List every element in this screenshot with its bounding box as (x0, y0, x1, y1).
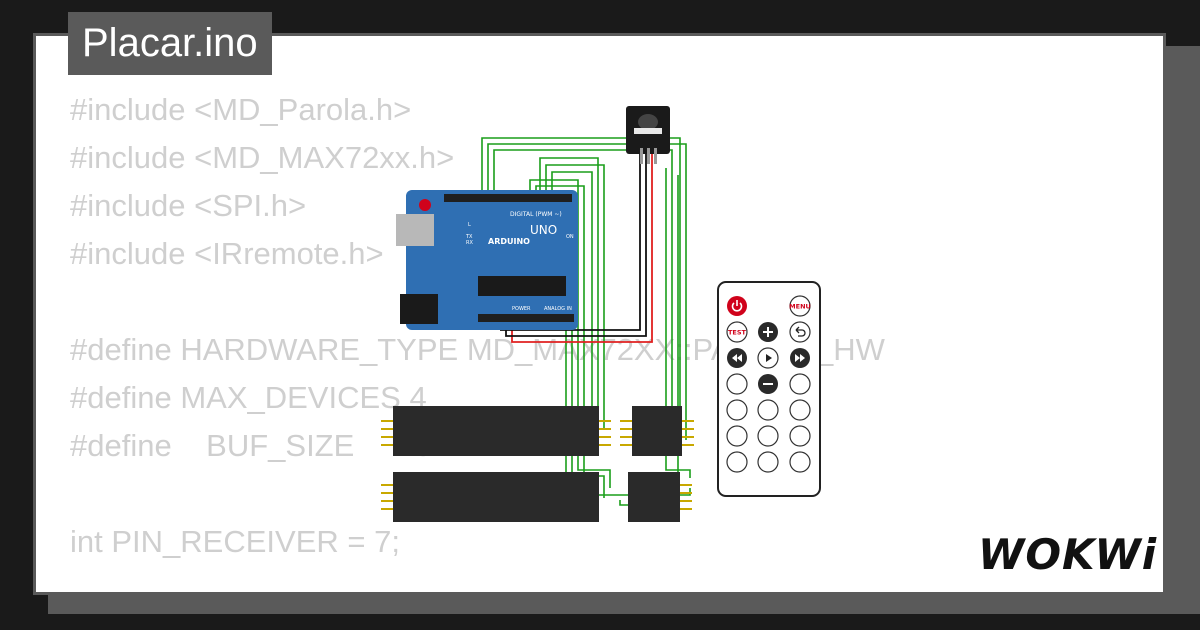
code-line: #include <IRremote.h> (70, 236, 384, 271)
project-title[interactable]: Placar.ino (68, 12, 272, 75)
code-line: #define MAX_DEVICES 4 (70, 380, 427, 415)
plus-icon (763, 327, 773, 337)
remote-key-plus-icon[interactable] (758, 322, 778, 342)
remote-key-label: 7 (734, 458, 740, 468)
remote-key-6[interactable]: 6 (789, 425, 811, 447)
remote-key-label: 9 (797, 458, 803, 468)
play-icon (766, 354, 772, 362)
code-line: #include <MD_MAX72xx.h> (70, 140, 455, 175)
digital-pins-label: DIGITAL (PWM ~) (510, 211, 562, 218)
remote-key-4[interactable]: 4 (726, 425, 748, 447)
ir-remote[interactable]: MENU TEST 0 C 1 2 3 4 5 6 7 8 9 (717, 281, 821, 497)
code-line: #include <SPI.h> (70, 188, 307, 223)
arduino-uno-board[interactable]: DIGITAL (PWM ~) UNO ARDUINO TX RX L ON P… (396, 190, 578, 330)
remote-key-label: 2 (765, 406, 771, 416)
power-icon (731, 300, 743, 312)
remote-key-label: 1 (734, 406, 740, 416)
led-matrix-top-right (632, 406, 682, 456)
matrix-pins (381, 420, 694, 510)
analog-pins-label: ANALOG IN (544, 306, 572, 312)
code-line: #include <MD_Parola.h> (70, 92, 412, 127)
remote-key-label: 4 (734, 432, 740, 442)
led-matrix-bottom-right (628, 472, 680, 522)
remote-key-label: 3 (797, 406, 803, 416)
board-brand-label: ARDUINO (488, 237, 530, 246)
remote-key-label: 5 (765, 432, 771, 442)
code-preview: #include <MD_Parola.h> #include <MD_MAX72… (70, 86, 885, 566)
power-pins-label: POWER (512, 306, 531, 312)
remote-key-label: 0 (734, 380, 740, 390)
led-matrix-bottom-left (393, 472, 599, 522)
remote-key-next-icon[interactable] (790, 348, 810, 368)
remote-key-8[interactable]: 8 (757, 451, 779, 473)
remote-key-c[interactable]: C (789, 373, 811, 395)
remote-key-label: TEST (728, 328, 747, 336)
remote-key-label: MENU (789, 302, 811, 310)
remote-key-5[interactable]: 5 (757, 425, 779, 447)
l-led-label: L (468, 222, 471, 228)
remote-key-2[interactable]: 2 (757, 399, 779, 421)
remote-key-1[interactable]: 1 (726, 399, 748, 421)
remote-key-label: C (797, 380, 804, 390)
remote-key-7[interactable]: 7 (726, 451, 748, 473)
remote-key-test[interactable]: TEST (726, 321, 748, 343)
remote-key-label: 8 (765, 458, 771, 468)
led-matrix-top-left (393, 406, 599, 456)
code-line: int PIN_RECEIVER = 7; (70, 524, 400, 559)
remote-key-prev-icon[interactable] (727, 348, 747, 368)
remote-key-power-icon[interactable] (727, 296, 747, 316)
remote-key-0[interactable]: 0 (726, 373, 748, 395)
board-model-label: UNO (530, 223, 557, 237)
remote-key-3[interactable]: 3 (789, 399, 811, 421)
tx-label: TX (465, 234, 473, 240)
remote-key-minus-icon[interactable] (758, 374, 778, 394)
led-matrix-group[interactable] (381, 406, 694, 522)
remote-key-back-icon[interactable] (789, 321, 811, 343)
wokwi-logo: WOKWi (978, 530, 1158, 579)
ir-receiver[interactable] (626, 106, 670, 164)
remote-key-label: 6 (797, 432, 803, 442)
next-icon (795, 354, 805, 362)
prev-icon (732, 354, 742, 362)
back-icon (795, 326, 806, 337)
remote-key-9[interactable]: 9 (789, 451, 811, 473)
remote-key-play-icon[interactable] (757, 347, 779, 369)
remote-key-menu[interactable]: MENU (789, 295, 811, 317)
on-led-label: ON (566, 234, 574, 240)
rx-label: RX (466, 240, 473, 246)
preview-card: #include <MD_Parola.h> #include <MD_MAX72… (33, 33, 1166, 595)
